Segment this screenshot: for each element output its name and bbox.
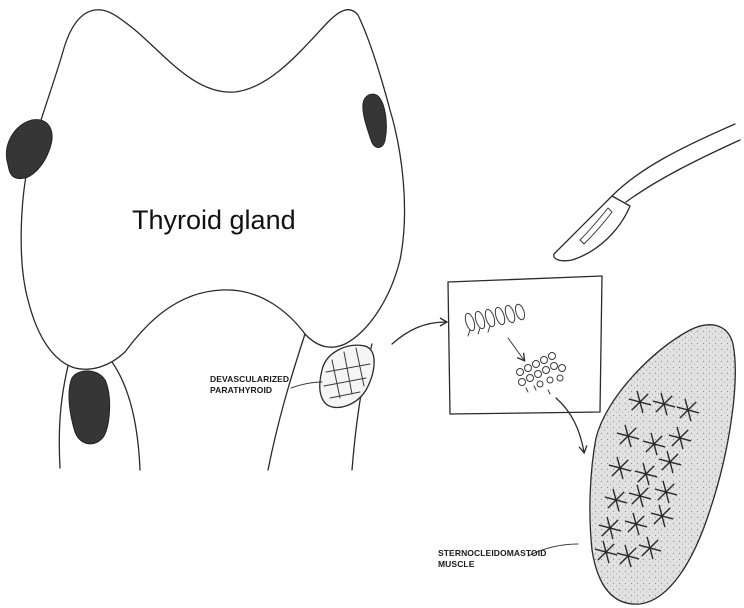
- asterisk-icon: [616, 544, 640, 568]
- asterisk-icon: [652, 392, 676, 416]
- asterisk-icon: [598, 516, 622, 540]
- asterisk-icon: [676, 398, 700, 422]
- mincing-arrow-icon: [507, 337, 526, 362]
- asterisk-icon: [638, 536, 662, 560]
- asterisk-icon: [624, 512, 648, 536]
- asterisk-icon: [594, 540, 618, 564]
- trachea-left-line: [58, 365, 69, 469]
- parathyroid-label-line1: DEVASCULARIZED: [210, 374, 289, 384]
- arrow-to-muscle-icon: [555, 397, 588, 455]
- mincing-box: [447, 275, 603, 415]
- sternocleidomastoid-muscle: [589, 324, 736, 605]
- right-neck-line: [267, 333, 306, 471]
- upper-left-parathyroid-icon: [6, 119, 53, 180]
- muscle-pointer-line: [527, 543, 579, 557]
- asterisk-icon: [628, 390, 652, 414]
- scalpel-icon: [553, 123, 741, 262]
- trachea-inner-line: [111, 361, 141, 471]
- upper-right-parathyroid-icon: [362, 93, 387, 148]
- asterisk-icon: [654, 480, 678, 504]
- asterisk-icon: [634, 462, 658, 486]
- thyroid-gland-label: Thyroid gland: [132, 205, 296, 235]
- lower-left-parathyroid-icon: [68, 370, 111, 445]
- arrow-to-mincing-box-icon: [391, 317, 449, 345]
- muscle-label-line1: STERNOCLEIDOMASTOID: [438, 548, 546, 558]
- implanted-fragments-asterisks: [594, 390, 700, 568]
- asterisk-icon: [628, 484, 652, 508]
- parathyroid-pointer-line: [290, 381, 323, 389]
- asterisk-icon: [658, 450, 682, 474]
- tissue-slices-icon: [464, 303, 526, 337]
- asterisk-icon: [650, 504, 674, 528]
- asterisk-icon: [668, 426, 692, 450]
- muscle-label-line2: MUSCLE: [438, 559, 475, 569]
- parathyroid-label-line2: PARATHYROID: [210, 385, 272, 395]
- devascularized-parathyroid-icon: [319, 344, 375, 409]
- asterisk-icon: [604, 488, 628, 512]
- thyroid-gland-outline: [20, 9, 406, 370]
- asterisk-icon: [616, 424, 640, 448]
- minced-fragments-icon: [516, 352, 566, 395]
- asterisk-icon: [642, 432, 666, 456]
- asterisk-icon: [608, 456, 632, 480]
